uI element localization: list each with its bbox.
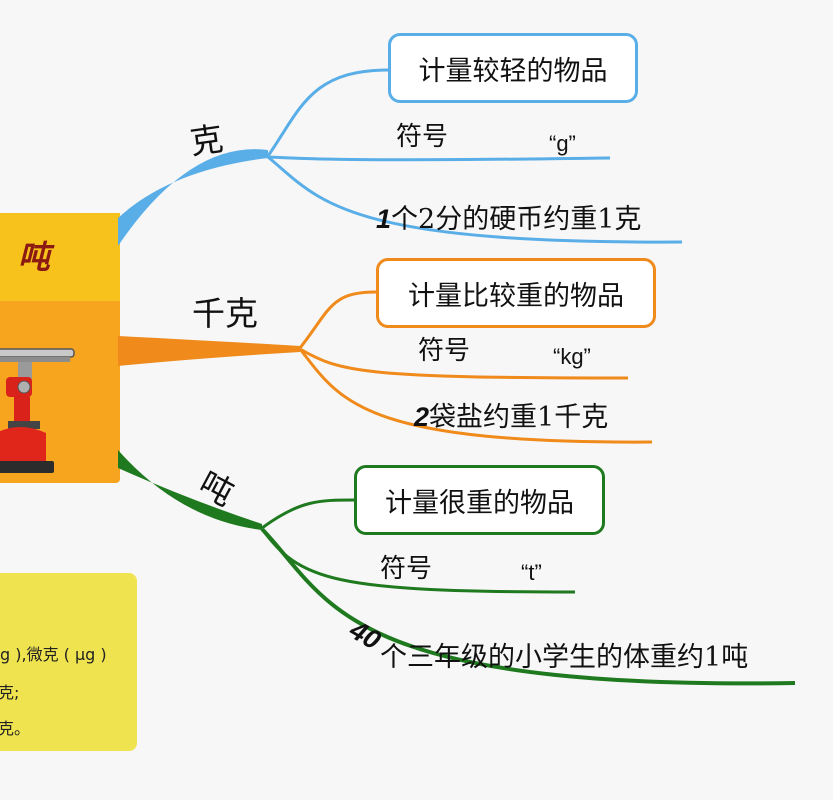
gram-example-number: 1 [376,204,392,234]
kilogram-example-number: 2 [414,402,430,432]
kilogram-branch-description [298,290,377,349]
kilogram-example: 2袋盐约重1千克 [414,402,609,433]
ton-main-branch [118,450,262,530]
gram-example-text: 个2分的硬币约重1克 [391,204,642,235]
ton-branch-description [261,498,355,530]
notes-panel: g ),微克 ( μg ) 克; 克。 [0,573,137,751]
ton-symbol: “t” [521,560,542,585]
branch-label-gram: 克 [187,118,226,163]
ton-description-box: 计量很重的物品 [354,465,605,535]
gram-branch-example [267,155,683,244]
ton-example-text: 个三年级的小学生的体重约1吨 [380,642,749,673]
kilogram-main-branch [118,336,300,366]
central-node: 吨 [0,213,120,483]
kilogram-example-text: 袋盐约重1千克 [429,402,609,433]
kilogram-symbol: “kg” [553,344,591,369]
gram-branch-symbol [267,155,611,162]
ton-example: 40个三年级的小学生的体重约1吨 [345,615,748,671]
note-line-3: 克。 [0,719,31,738]
gram-main-branch [118,149,268,246]
central-title-bar: 吨 [0,213,120,301]
gram-symbol-label: 符号 [396,122,449,152]
scale-illustration [0,348,75,473]
gram-branch-description [266,68,389,157]
ton-branch-example [260,527,796,686]
note-line-2: 克; [0,683,20,702]
gram-example: 1个2分的硬币约重1克 [376,204,642,235]
note-line-1: g ),微克 ( μg ) [0,645,107,664]
kilogram-symbol-label: 符号 [418,336,471,366]
ton-symbol-label: 符号 [380,554,433,584]
ton-example-number: 40 [344,614,386,656]
kilogram-branch-symbol [299,347,629,380]
gram-description-box: 计量较轻的物品 [388,33,638,103]
kilogram-branch-example [298,348,653,444]
gram-symbol: “g” [549,131,576,156]
branch-label-kilogram: 千克 [192,294,258,333]
kilogram-description-box: 计量比较重的物品 [376,258,656,328]
central-title: 吨 [18,238,51,276]
